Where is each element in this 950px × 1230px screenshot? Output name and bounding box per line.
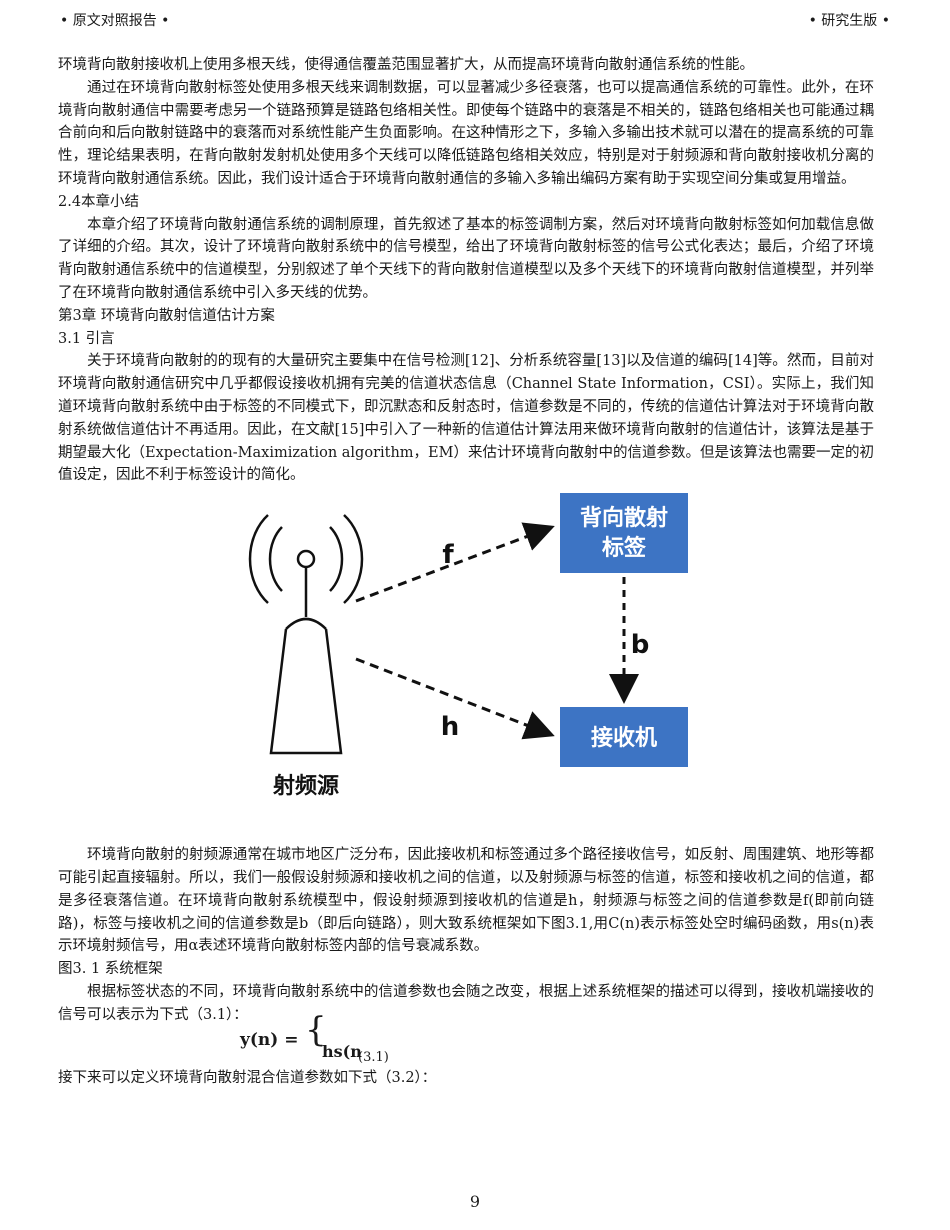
antenna-waves-icon	[248, 514, 364, 605]
equation-lhs: y(n) =	[240, 1029, 299, 1050]
paragraph-4: 关于环境背向散射的的现有的大量研究主要集中在信号检测[12]、分析系统容量[13…	[58, 353, 874, 484]
receiver-label: 接收机	[591, 725, 657, 751]
page-content: 环境背向散射接收机上使用多根天线，使得通信覆盖范围显著扩大，从而提高环境背向散射…	[58, 54, 874, 1089]
header-left: • 原文对照报告 •	[60, 13, 170, 29]
paragraph-5: 环境背向散射的射频源通常在城市地区广泛分布，因此接收机和标签通过多个路径接收信号…	[58, 847, 874, 955]
link-h-arrow	[355, 657, 555, 740]
paragraph-2: 通过在环境背向散射标签处使用多根天线来调制数据，可以显著减少多径衰落，也可以提高…	[58, 79, 874, 187]
page-number: 9	[469, 1192, 481, 1211]
equation-number: (3.1)	[358, 1049, 389, 1065]
paragraph-3: 本章介绍了环境背向散射通信系统的调制原理，首先叙述了基本的标签调制方案，然后对环…	[58, 216, 874, 301]
link-h-label: h	[441, 712, 460, 742]
tag-label-line2: 标签	[602, 535, 647, 561]
chapter-heading-3: 第3章 环境背向散射信道估计方案	[58, 307, 275, 324]
link-b-label: b	[631, 630, 650, 660]
paragraph-6: 根据标签状态的不同，环境背向散射系统中的信道参数也会随之改变，根据上述系统框架的…	[58, 983, 874, 1023]
equation-rhs: hs(n	[322, 1041, 362, 1061]
tag-box	[560, 493, 688, 574]
equation-3-1: y(n) = { hs(n (3.1)	[58, 1013, 874, 1067]
tag-label-line1: 背向散射	[580, 505, 668, 531]
section-heading-2-4: 2.4本章小结	[58, 193, 140, 210]
equation-brace: {	[305, 1009, 327, 1050]
header-right: • 研究生版 •	[808, 13, 890, 29]
paragraph-7: 接下来可以定义环境背向散射混合信道参数如下式（3.2）：	[58, 1069, 437, 1086]
section-heading-3-1: 3.1 引言	[58, 330, 115, 347]
paragraph-1: 环境背向散射接收机上使用多根天线，使得通信覆盖范围显著扩大，从而提高环境背向散射…	[58, 57, 754, 73]
link-f-arrow	[355, 522, 555, 603]
transmitter-tower-icon	[269, 549, 343, 755]
receiver-box	[560, 707, 688, 768]
system-diagram-svg: 射频源 背向散射 标签 接收机 f h b	[248, 493, 688, 799]
source-label: 射频源	[272, 773, 339, 799]
figure-caption: 图3. 1 系统框架	[58, 961, 163, 978]
system-diagram: 射频源 背向散射 标签 接收机 f h b	[58, 491, 874, 834]
link-f-label: f	[442, 540, 454, 570]
